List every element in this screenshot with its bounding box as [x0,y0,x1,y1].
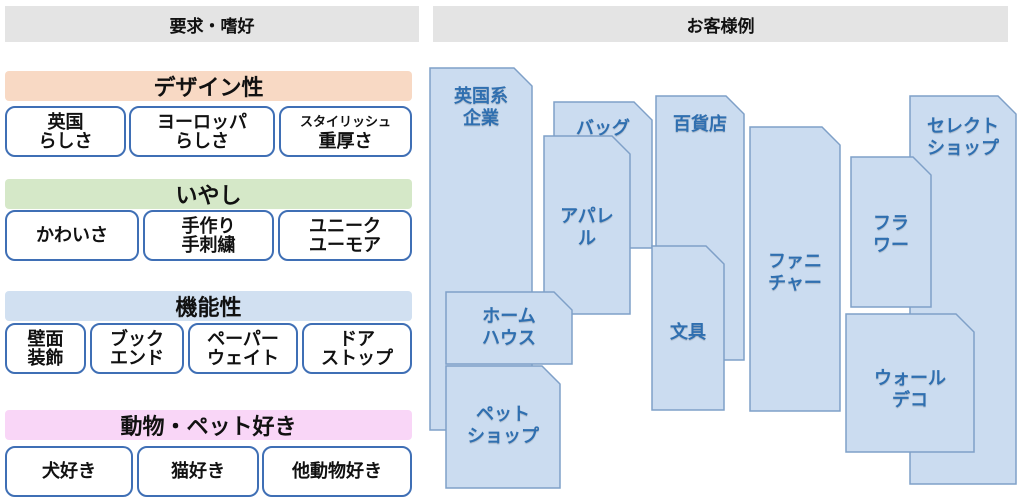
item-wall-decor: 壁面装飾 [5,323,86,374]
right-header: お客様例 [433,6,1008,42]
item-cat-lover: 猫好き [137,446,259,497]
item-dog-lover: 犬好き [5,446,133,497]
category-animal: 動物・ペット好き [5,410,412,440]
item-doorstop: ドアストップ [302,323,412,374]
card-furniture: ファニ チャー [749,126,841,412]
item-uk-style: 英国らしさ [5,106,126,157]
item-paperweight: ペーパーウェイト [188,323,298,374]
card-wall-deco: ウォール デコ [845,313,975,453]
item-european-style: ヨーロッパらしさ [129,106,275,157]
category-design: デザイン性 [5,71,412,101]
card-stationery: 文具 [651,245,725,411]
left-header: 要求・嗜好 [5,6,419,42]
card-flower: フラ ワー [850,156,932,308]
category-function: 機能性 [5,291,412,321]
item-other-animal-lover: 他動物好き [262,446,412,497]
card-home-house: ホーム ハウス [445,291,573,365]
card-apparel: アパレ ル [543,135,631,315]
item-bookend: ブックエンド [90,323,184,374]
item-stylish-dignified: スタイリッシュ重厚さ [279,106,412,157]
item-unique: ユニークユーモア [278,210,412,261]
category-iyashi: いやし [5,179,412,209]
card-pet-shop: ペット ショップ [445,365,561,489]
item-handmade: 手作り手刺繍 [143,210,274,261]
item-cuteness: かわいさ [5,210,139,261]
